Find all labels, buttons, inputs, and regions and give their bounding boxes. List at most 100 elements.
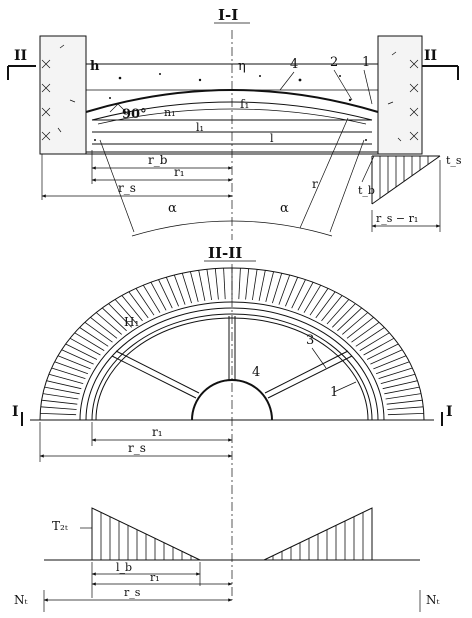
- ring-hatch-line: [278, 274, 291, 305]
- section-1-title: I-I: [218, 6, 238, 24]
- ring-line-a: [85, 307, 379, 421]
- ring-hatch-line: [291, 279, 306, 309]
- label-rb: r_b: [148, 153, 168, 167]
- ring-hatch-line: [321, 295, 343, 322]
- label-3: 3: [306, 333, 314, 348]
- ring-hatch-line: [384, 386, 420, 395]
- ring-hatch-line: [265, 271, 274, 302]
- ring-hatch-line: [351, 321, 380, 343]
- ring-hatch-line: [258, 270, 266, 301]
- ring-hatch-line: [135, 288, 155, 316]
- label-f1: f₁: [240, 97, 249, 111]
- right-angle-mark: [109, 103, 127, 113]
- spokes: [111, 316, 353, 399]
- ring-hatch-line: [198, 270, 206, 301]
- ring-hatch-line: [190, 271, 199, 302]
- wall-crosses: [41, 44, 419, 142]
- ring-hatch-line: [206, 269, 212, 301]
- label-plan-r1: r₁: [152, 425, 163, 439]
- ring-hatch-line: [102, 307, 127, 332]
- ring-hatch-line: [385, 393, 422, 400]
- ring-hatch-line: [378, 367, 413, 379]
- ring-hatch-line: [309, 288, 329, 316]
- ring-hatch-line: [114, 299, 138, 325]
- ring-line-b: [91, 313, 373, 421]
- ring-hatch-line: [173, 274, 186, 305]
- leader-4: [279, 71, 295, 91]
- right-wall: [377, 35, 423, 155]
- ring-hatch-line: [181, 273, 192, 304]
- leader-1: [363, 69, 373, 105]
- ring-hatch-line: [272, 273, 283, 304]
- cut-mark-I-right: I: [441, 404, 453, 426]
- label-force-rs: r_s: [124, 586, 141, 599]
- outer-ring-hatching: [40, 268, 424, 421]
- label-l1: l₁: [196, 121, 204, 134]
- ring-hatch-line: [41, 399, 78, 405]
- label-n1: n₁: [164, 106, 176, 119]
- ring-hatch-line: [128, 291, 149, 319]
- ring-hatch-line: [95, 312, 122, 335]
- ring-hatch-line: [142, 284, 161, 313]
- ring-hatch-line: [245, 268, 250, 300]
- ring-hatch-line: [108, 303, 132, 328]
- label-rs: r_s: [118, 181, 136, 195]
- ring-hatch-line: [366, 343, 399, 360]
- label-alpha-left: α: [168, 201, 177, 216]
- leader-2: [333, 69, 353, 101]
- ring-hatch-line: [375, 361, 410, 375]
- ts-stress-diagram: t_s r_s − r₁: [371, 154, 462, 232]
- ring-hatch-line: [74, 332, 105, 351]
- ring-hatch-line: [346, 316, 374, 339]
- ring-hatch-line: [363, 337, 395, 356]
- cut-mark-left: II: [7, 48, 36, 80]
- section-2-2: II-II H₁ 3 4 1 I: [12, 244, 453, 600]
- ring-hatch-line: [252, 269, 258, 301]
- ring-hatch-line: [165, 277, 179, 307]
- svg-text:II: II: [424, 48, 437, 64]
- ring-hatch-line: [42, 393, 79, 400]
- ring-hatch-line: [297, 282, 314, 311]
- section-1-1: I-I II II: [7, 6, 462, 240]
- svg-text:t_s: t_s: [446, 154, 462, 167]
- ring-hatch-line: [150, 282, 167, 311]
- label-1-top: 1: [362, 55, 370, 70]
- ring-hatch-line: [373, 355, 407, 370]
- ring-hatch-line: [54, 361, 89, 375]
- label-tb: t_b: [358, 184, 375, 197]
- label-eta: η: [238, 59, 246, 74]
- ring-hatch-line: [48, 373, 84, 384]
- ring-hatch-line: [380, 373, 416, 384]
- label-plan-rs: r_s: [128, 441, 146, 455]
- ring-hatch-line: [61, 349, 94, 365]
- label-alpha-right: α: [280, 201, 289, 216]
- alpha-arc: [131, 220, 333, 237]
- ring-hatch-line: [57, 355, 91, 370]
- ring-hatch-line: [387, 413, 424, 416]
- label-force-r1: r₁: [150, 571, 160, 584]
- force-diagram: T₂ₜ l_b r₁ r_s Nₜ Nₜ: [14, 507, 440, 612]
- ring-hatch-line: [326, 299, 350, 325]
- radial-left: [99, 139, 135, 233]
- label-H1: H₁: [124, 315, 139, 329]
- ring-hatch-line: [386, 399, 423, 405]
- section-2-title: II-II: [208, 244, 242, 262]
- ring-hatch-line: [303, 284, 322, 313]
- label-l: l: [270, 132, 274, 145]
- label-h: h: [90, 59, 100, 74]
- cut-mark-right: II: [420, 48, 459, 80]
- label-r1: r₁: [174, 165, 185, 179]
- ring-hatch-line: [84, 321, 113, 343]
- ring-hatch-line: [238, 268, 241, 300]
- ring-hatch-line: [342, 312, 369, 335]
- label-Nt-right: Nₜ: [426, 593, 440, 607]
- leader-3: [311, 347, 327, 369]
- svg-text:r_s − r₁: r_s − r₁: [376, 212, 418, 225]
- svg-text:I: I: [12, 404, 19, 420]
- ring-hatch-line: [121, 295, 143, 322]
- ring-hatch-line: [90, 316, 118, 339]
- ring-hatch-line: [69, 337, 101, 356]
- cut-mark-I-left: I: [12, 404, 23, 426]
- ring-hatch-line: [382, 380, 418, 390]
